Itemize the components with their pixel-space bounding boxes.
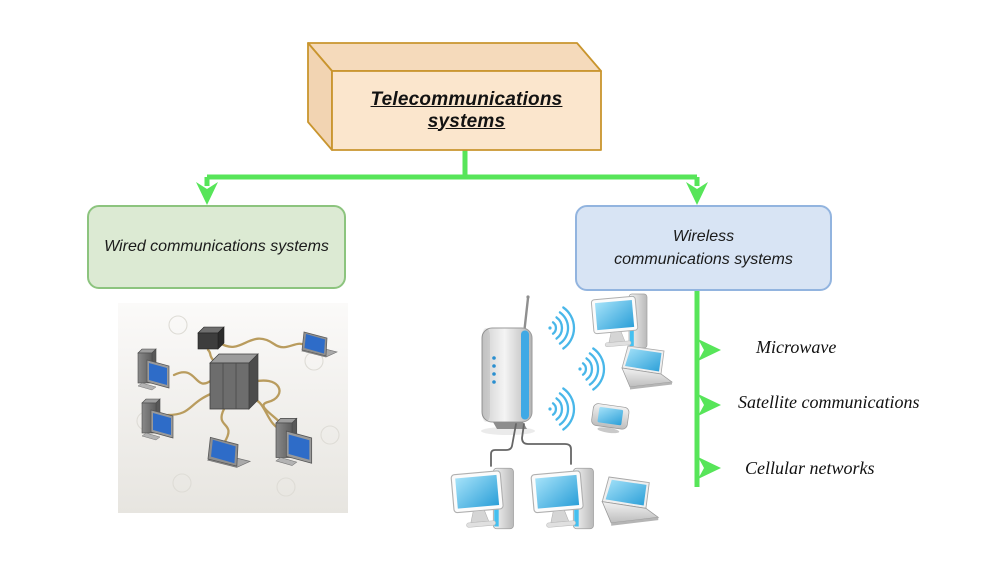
cellular-networks-label: Cellular networks [745, 458, 875, 478]
wireless-network-illustration [450, 293, 673, 530]
hub-box-icon [197, 326, 225, 350]
wifi-waves-icon [547, 387, 576, 431]
desktop-computer-icon [450, 467, 515, 530]
wireless-box: Wireless communications systems [575, 205, 832, 291]
wired-network-photo [118, 303, 348, 513]
microwave-label: Microwave [756, 337, 837, 357]
laptop-icon [601, 476, 659, 527]
wired-box: Wired communications systems [87, 205, 346, 289]
arrow-right-cellular-icon [698, 457, 721, 479]
arrow-down-wired-icon [196, 182, 218, 205]
wifi-waves-icon [577, 347, 606, 391]
router-icon [481, 295, 535, 435]
root-box-front-face [331, 70, 602, 151]
satellite-communications-label: Satellite communications [738, 392, 920, 412]
handheld-device-icon [591, 403, 630, 434]
desktop-computer-icon [590, 293, 648, 349]
wireless-box-label: Wireless communications systems [614, 227, 793, 268]
wired-box-label: Wired communications systems [104, 238, 329, 256]
arrow-right-satellite-icon [698, 394, 721, 416]
arrow-right-microwave-icon [698, 339, 721, 361]
root-box [307, 42, 602, 151]
split-cable-icon [490, 423, 572, 467]
desktop-computer-icon [530, 467, 595, 530]
server-icon [209, 353, 259, 410]
laptop-icon [621, 345, 673, 390]
wifi-waves-icon [547, 306, 576, 350]
root-box-top-face [307, 42, 602, 72]
arrow-down-wireless-icon [686, 182, 708, 205]
root-box-label: Telecommunications systems [370, 88, 563, 132]
